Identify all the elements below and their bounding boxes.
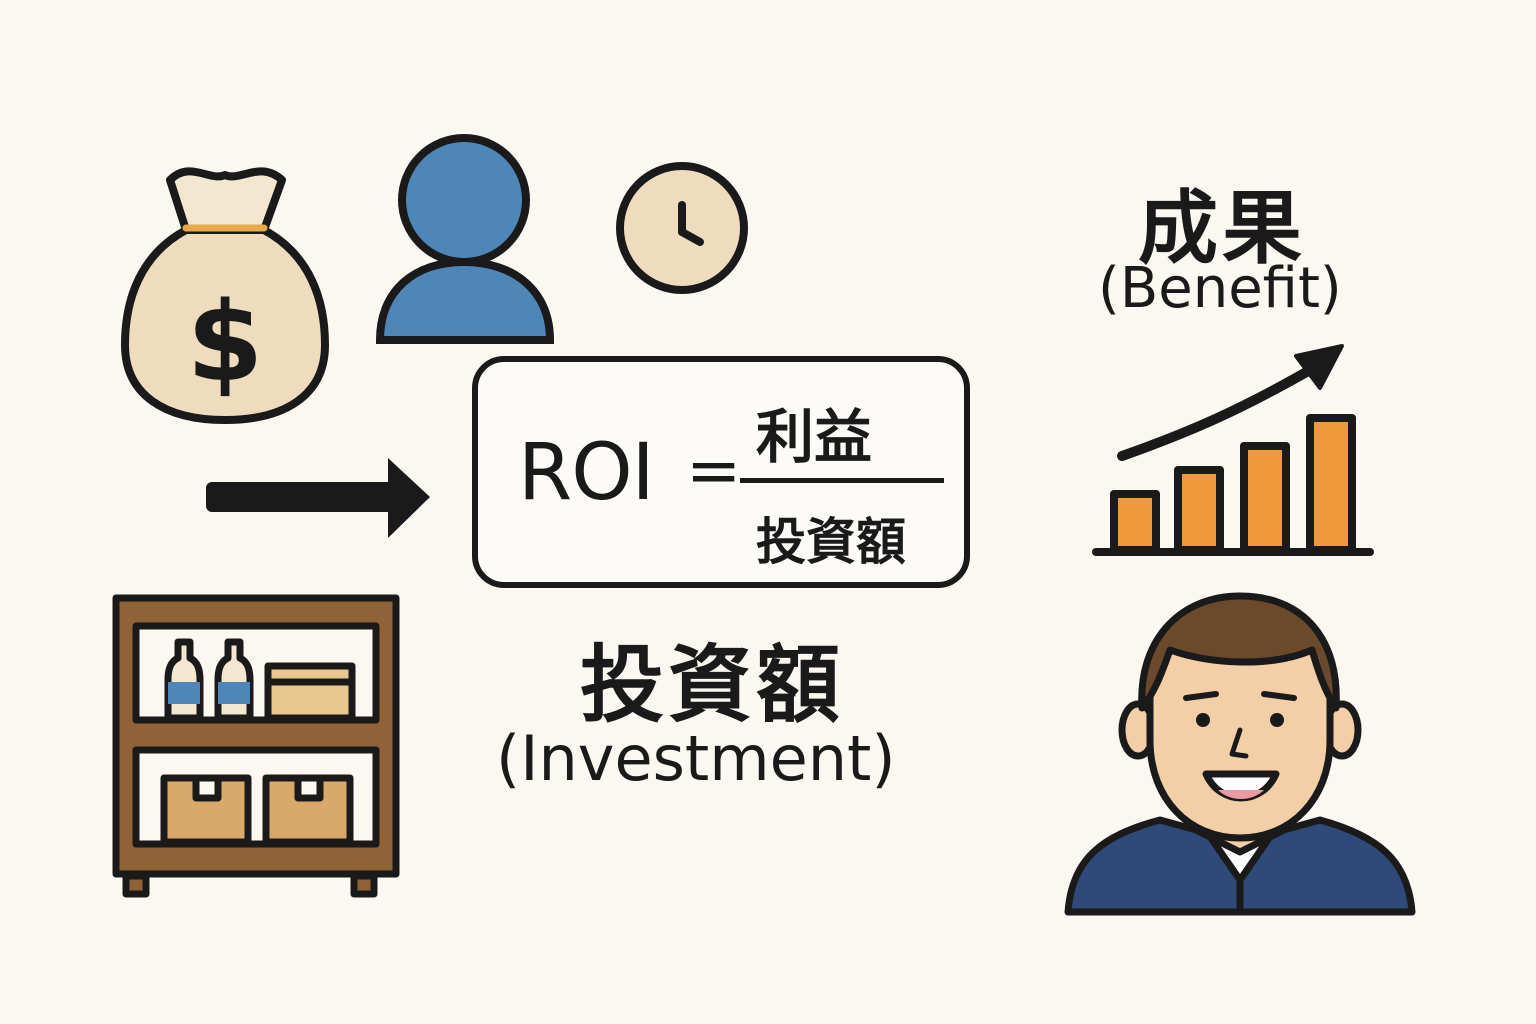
formula-equals-sign: = xyxy=(686,432,742,509)
person-icon xyxy=(375,134,555,344)
benefit-label-en: (Benefit) xyxy=(1098,256,1342,321)
benefit-label-jp: 成果 xyxy=(1138,182,1306,275)
investment-label-en: (Investment) xyxy=(496,722,896,795)
businessman-icon xyxy=(1064,592,1416,916)
formula-roi-label: ROI xyxy=(518,428,655,518)
svg-text:$: $ xyxy=(187,278,264,406)
bar-chart-icon xyxy=(1092,344,1374,556)
investment-label-jp: 投資額 xyxy=(580,636,845,734)
formula-numerator: 利益 xyxy=(756,403,873,471)
formula-denominator: 投資額 xyxy=(756,513,906,571)
roi-formula-box: ROI = 利益 投資額 xyxy=(472,356,970,588)
fraction-line xyxy=(740,478,944,483)
money-bag-icon: $ xyxy=(121,167,329,424)
shelf-icon xyxy=(112,594,400,898)
clock-icon xyxy=(616,162,748,294)
right-arrow-icon xyxy=(206,458,430,538)
